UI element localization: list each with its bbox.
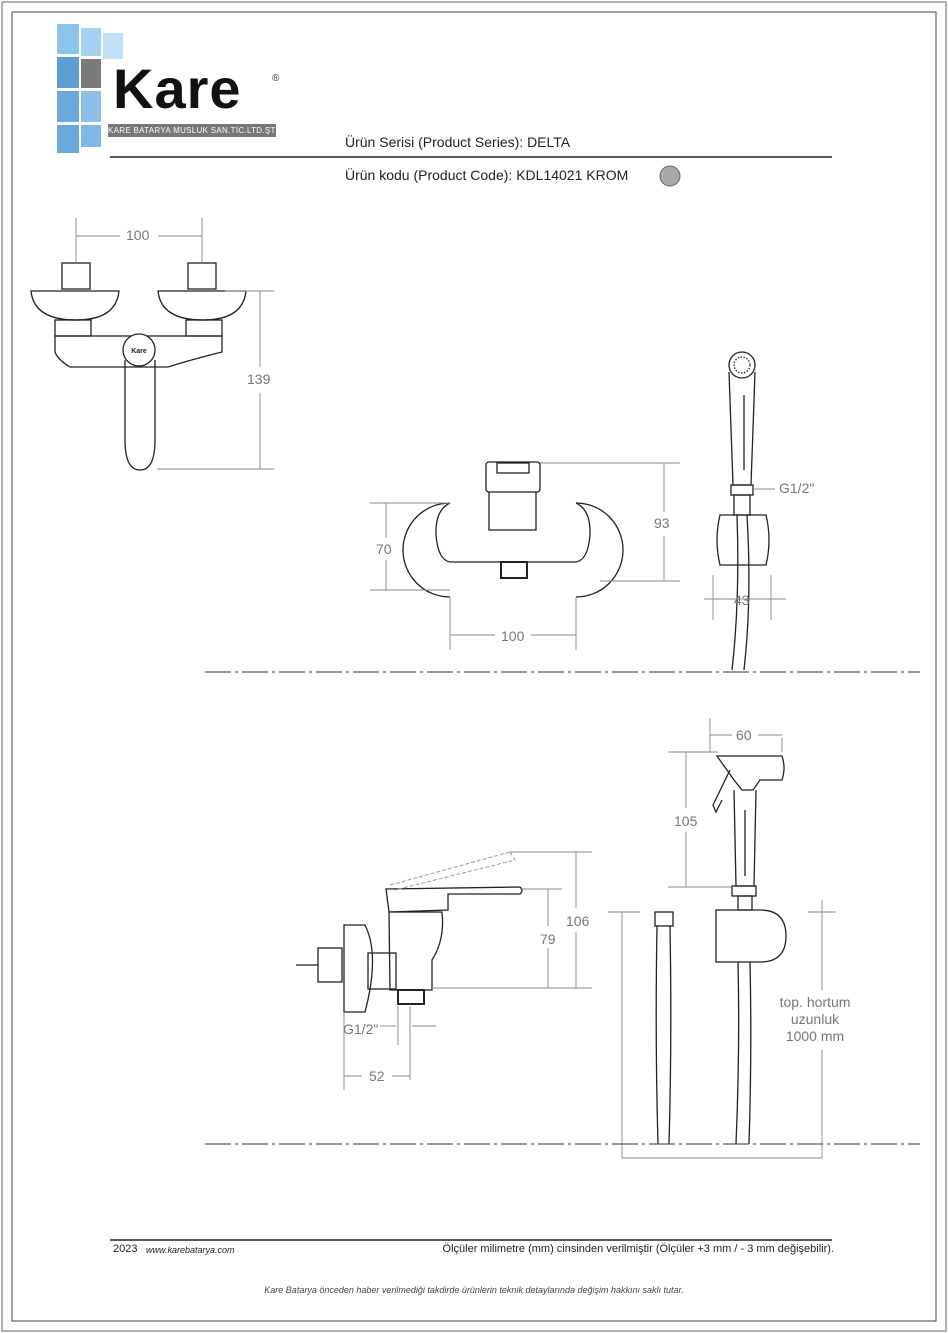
code-value: KDL14021 KROM [516,167,629,183]
dim-side-height-body: 79 [540,931,556,947]
finish-swatch [659,165,681,187]
tolerance-note: Ölçüler milimetre (mm) cinsinden verilmi… [442,1243,834,1255]
dim-side-thread: G1/2" [343,1021,379,1037]
dim-side-height-lever: 106 [566,913,590,929]
code-label: Ürün kodu (Product Code): [345,167,513,183]
dim-handshower-thread: G1/2" [779,480,815,496]
dim-front-height-total: 93 [654,515,670,531]
svg-text:Kare: Kare [131,348,147,355]
brand-logo: Kare [113,57,242,120]
dim-spray-width: 60 [736,727,752,743]
dim-front-width: 100 [501,628,525,644]
dim-side-depth: 52 [369,1068,385,1084]
dim-front-height-body: 70 [376,541,392,557]
dim-top-height: 139 [247,371,271,387]
product-code: Ürün kodu (Product Code): KDL14021 KROM [345,167,628,183]
logo-tiles [57,24,123,153]
lever-open-position [389,851,511,886]
hose-length-note: top. hortum uzunluk 1000 mm [770,994,860,1045]
registered-mark: ® [272,73,280,84]
spray-side-drawing [654,755,787,1145]
dim-handshower-width: 43 [734,592,750,608]
company-name: KARE BATARYA MUSLUK SAN.TİC.LTD.ŞTİ. [108,124,281,137]
hand-shower-dimensions [704,488,786,620]
series-label: Ürün Serisi (Product Series): [345,134,524,150]
hand-shower-front-drawing [716,351,770,671]
disclaimer: Kare Batarya önceden haber verilmediği t… [264,1285,684,1295]
dim-spray-height: 105 [674,813,698,829]
top-view-dimensions [75,218,274,470]
top-view-drawing: Kare [30,262,247,471]
product-series: Ürün Serisi (Product Series): DELTA [345,134,570,150]
side-view-dimensions [343,851,592,1090]
side-view-drawing [296,886,523,1013]
spray-dimensions [608,718,836,1159]
inner-border [11,11,937,1322]
hose-line-1: top. hortum [779,994,851,1010]
front-view-drawing [402,461,624,598]
front-view-dimensions [370,462,680,650]
footer-year: 2023 [113,1243,138,1255]
hose-line-2: uzunluk [790,1011,840,1027]
footer-website: www.karebatarya.com [146,1245,235,1255]
hose-line-3: 1000 mm [785,1028,845,1044]
dim-top-width: 100 [126,227,150,243]
series-value: DELTA [527,134,571,150]
